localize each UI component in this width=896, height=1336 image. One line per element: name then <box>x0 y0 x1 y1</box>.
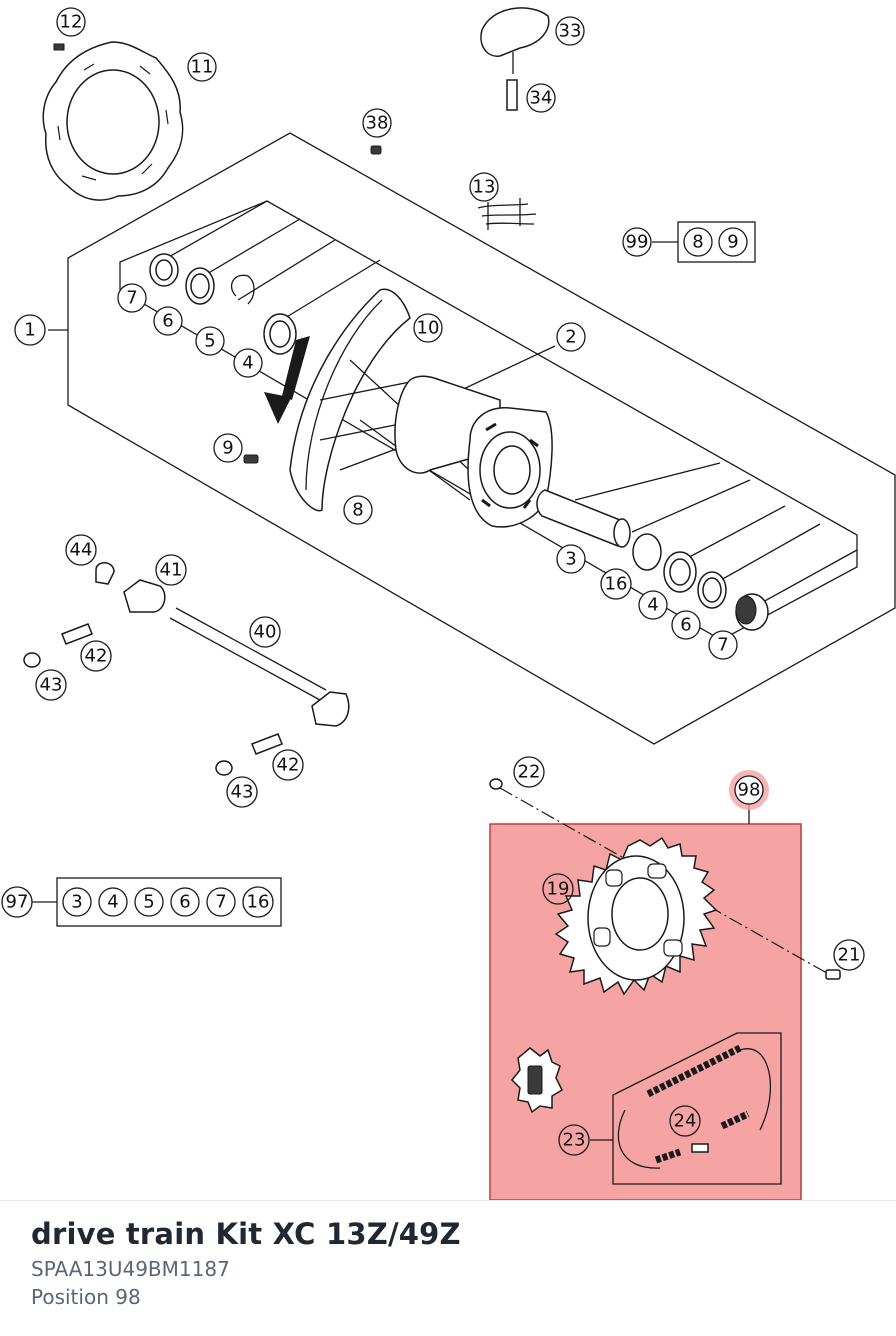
part-sku: SPAA13U49BM1187 <box>31 1257 230 1281</box>
svg-text:5: 5 <box>143 892 154 913</box>
svg-text:10: 10 <box>417 318 440 339</box>
svg-text:33: 33 <box>559 21 582 42</box>
callout-10[interactable]: 10 <box>413 313 443 343</box>
callout-1[interactable]: 1 <box>14 314 46 346</box>
svg-text:7: 7 <box>215 892 226 913</box>
svg-text:4: 4 <box>647 595 658 616</box>
svg-text:11: 11 <box>191 57 214 78</box>
svg-text:16: 16 <box>247 892 270 913</box>
callout-44[interactable]: 44 <box>65 534 97 566</box>
svg-text:21: 21 <box>838 945 861 966</box>
svg-text:19: 19 <box>547 879 570 900</box>
svg-text:99: 99 <box>626 232 649 253</box>
callout-23[interactable]: 23 <box>558 1124 590 1156</box>
wheel-assembly-outline <box>67 132 896 745</box>
callout-8[interactable]: 8 <box>343 495 373 525</box>
callout-99[interactable]: 99 <box>622 227 652 257</box>
callout-12[interactable]: 12 <box>56 7 86 37</box>
svg-text:4: 4 <box>107 892 118 913</box>
svg-text:13: 13 <box>473 177 496 198</box>
svg-text:8: 8 <box>352 500 363 521</box>
callout-43-upper[interactable]: 43 <box>35 669 67 701</box>
svg-text:24: 24 <box>674 1111 697 1132</box>
callout-22[interactable]: 22 <box>513 756 545 788</box>
svg-text:42: 42 <box>277 755 300 776</box>
svg-text:7: 7 <box>126 288 137 309</box>
callout-21[interactable]: 21 <box>833 939 865 971</box>
svg-text:6: 6 <box>680 615 691 636</box>
callout-5[interactable]: 5 <box>195 326 225 356</box>
callout-98[interactable]: 98 <box>729 770 769 810</box>
rear-sprocket-part <box>554 836 718 996</box>
callout-4-right[interactable]: 4 <box>638 590 668 620</box>
callout-41[interactable]: 41 <box>155 554 187 586</box>
svg-text:3: 3 <box>565 549 576 570</box>
callout-97-item-16[interactable]: 16 <box>242 886 274 918</box>
part-title: drive train Kit XC 13Z/49Z <box>31 1217 461 1251</box>
callout-16[interactable]: 16 <box>600 568 632 600</box>
callout-97-item-6[interactable]: 6 <box>170 887 200 917</box>
part-info-panel: drive train Kit XC 13Z/49Z SPAA13U49BM11… <box>0 1200 896 1336</box>
callout-7-right[interactable]: 7 <box>708 630 738 660</box>
callout-42-lower[interactable]: 42 <box>272 749 304 781</box>
svg-text:41: 41 <box>160 560 183 581</box>
callout-4-left[interactable]: 4 <box>233 348 263 378</box>
callout-34[interactable]: 34 <box>526 83 556 113</box>
svg-text:22: 22 <box>518 762 541 783</box>
callout-3[interactable]: 3 <box>556 544 586 574</box>
brake-disc-part <box>42 41 184 201</box>
svg-text:16: 16 <box>605 574 628 595</box>
svg-text:44: 44 <box>70 540 93 561</box>
callout-24[interactable]: 24 <box>669 1105 701 1137</box>
callout-99-item-8[interactable]: 8 <box>683 227 713 257</box>
callout-97-item-5[interactable]: 5 <box>134 887 164 917</box>
svg-text:8: 8 <box>692 232 703 253</box>
callout-40[interactable]: 40 <box>249 616 281 648</box>
callout-2[interactable]: 2 <box>556 322 586 352</box>
svg-text:5: 5 <box>204 331 215 352</box>
exploded-parts-diagram: .ln { stroke:#1a1a1a; stroke-width:1.3; … <box>1 7 896 1200</box>
svg-text:38: 38 <box>366 113 389 134</box>
callout-6-left[interactable]: 6 <box>153 306 183 336</box>
callout-42-upper[interactable]: 42 <box>80 640 112 672</box>
callout-97-item-3[interactable]: 3 <box>62 887 92 917</box>
callout-38[interactable]: 38 <box>362 108 392 138</box>
callout-43-lower[interactable]: 43 <box>226 776 258 808</box>
callout-9[interactable]: 9 <box>213 433 243 463</box>
svg-text:40: 40 <box>254 622 277 643</box>
callout-97-item-7[interactable]: 7 <box>206 887 236 917</box>
svg-text:34: 34 <box>530 88 553 109</box>
callout-97-item-4[interactable]: 4 <box>98 887 128 917</box>
svg-text:2: 2 <box>565 327 576 348</box>
svg-text:7: 7 <box>717 635 728 656</box>
svg-text:6: 6 <box>162 311 173 332</box>
callout-7-left[interactable]: 7 <box>117 283 147 313</box>
callout-19[interactable]: 19 <box>542 873 574 905</box>
svg-text:6: 6 <box>179 892 190 913</box>
svg-text:42: 42 <box>85 646 108 667</box>
callout-13[interactable]: 13 <box>469 172 499 202</box>
callout-97[interactable]: 97 <box>1 886 33 918</box>
svg-text:4: 4 <box>242 353 253 374</box>
callout-33[interactable]: 33 <box>555 16 585 46</box>
svg-text:9: 9 <box>727 232 738 253</box>
callout-99-item-9[interactable]: 9 <box>718 227 748 257</box>
svg-text:43: 43 <box>40 675 63 696</box>
svg-text:23: 23 <box>563 1130 586 1151</box>
svg-text:43: 43 <box>231 782 254 803</box>
callout-11[interactable]: 11 <box>187 52 217 82</box>
svg-text:1: 1 <box>24 320 35 341</box>
callout-6-right[interactable]: 6 <box>671 610 701 640</box>
svg-text:12: 12 <box>60 12 83 33</box>
part-position: Position 98 <box>31 1285 141 1309</box>
svg-text:3: 3 <box>71 892 82 913</box>
svg-text:97: 97 <box>6 892 29 913</box>
svg-text:9: 9 <box>222 438 233 459</box>
svg-text:98: 98 <box>738 780 761 801</box>
